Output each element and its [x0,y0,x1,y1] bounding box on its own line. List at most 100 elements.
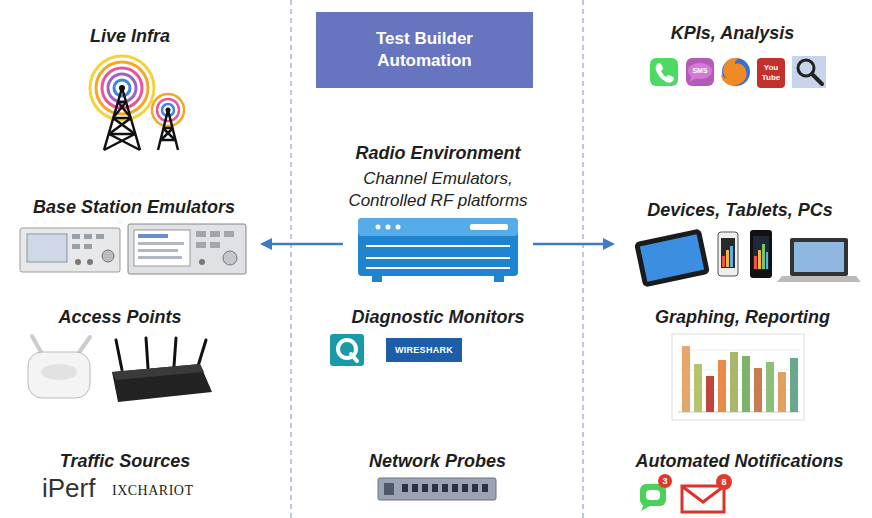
base-station-emulator [210,242,220,248]
base-station-emulator [224,231,234,237]
device-icons [762,244,765,269]
access-point-icons [116,340,122,370]
bar-chart-icon [742,356,750,412]
monitor-group: Diagnostic Monitors [318,306,558,368]
network-probe-icon [378,478,496,500]
device-icons [634,228,861,287]
network-probe-icon [432,484,438,492]
radio-tower-icon [113,102,126,118]
radio-tower-icon [104,88,178,150]
channel-emulator-icon [386,225,391,230]
bar-chart-icon [678,350,800,351]
radio-tower-icon [90,56,184,150]
base-station-emulator [196,242,206,248]
device-icons [730,246,733,267]
logo-text: WIRESHARK [386,344,462,356]
bar-chart-icon [672,334,804,420]
column-divider [290,0,291,518]
channel-emulator-icon [358,218,518,236]
bar-chart-icon [718,360,726,412]
access-point-group: Access Points [20,306,220,406]
base-station-emulator [223,251,237,265]
network-probe-icon [482,484,488,492]
column-divider [291,0,583,518]
radio-tower-icon [163,128,175,140]
access-point-icons [112,364,204,380]
group-heading: Base Station Emulators [8,196,260,218]
base-station-emulator [87,259,93,265]
group-heading: Graphing, Reporting [625,306,860,328]
group-heading: Network Probes [340,450,535,472]
network-probe-icon [452,484,458,492]
radio-tower-icon [102,68,142,108]
column-divider [582,0,583,518]
device-icons [766,252,768,269]
device-icons [753,236,769,270]
group-heading: Test Builder Automation [360,28,490,72]
notification-group: Automated Notifications [612,450,867,512]
base-station-emulator [134,230,190,266]
kpi-group: KPIs, Analysis [620,22,845,92]
channel-emulator-icon [396,225,401,230]
flow-arrow [260,238,343,250]
radio-tower-icon [114,80,130,96]
app-icons [650,56,826,88]
group-heading: Automated Notifications [612,450,867,472]
device-icons [722,256,725,267]
device-icons [726,250,729,267]
group-heading: KPIs, Analysis [620,22,845,44]
device-icons [758,250,761,269]
bar-chart-icon [672,334,804,420]
radio-tower-icon [109,134,140,150]
device-icons [790,238,848,276]
channel-emulator-icon [470,224,508,230]
base-station-emulator [199,259,205,265]
app-icons [689,76,697,82]
bar-chart-icon [706,376,714,412]
base-station-emulator [128,224,246,274]
access-point-icons [78,337,90,354]
automation-box: Test Builder Automation [316,12,533,88]
network-probe-icon [412,484,418,492]
base-station-emulator [72,234,80,239]
arrow-head [260,238,272,250]
bar-chart-icon [682,346,690,412]
access-point-icons [112,364,212,402]
base-station-emulator [75,259,81,265]
notification-icons [658,474,672,488]
network-probe-icon [378,478,496,500]
app-icons [757,58,785,88]
monitor-logos [351,354,357,361]
base-station-emulator [84,244,92,249]
base-station-emulator [96,234,104,239]
channel-emulator-icon [366,267,510,269]
device-icons [640,234,704,281]
radio-tower-icon [108,74,136,102]
flow-arrow [533,238,615,250]
group-heading: Diagnostic Monitors [318,306,558,328]
radio-tower-icon [152,94,184,126]
base-station-emulator [138,249,178,252]
channel-emulator-icon [358,218,518,282]
radio-tower-icon [157,99,179,121]
base-station-emulator [20,228,120,272]
reporting-group: Graphing, Reporting [625,306,860,424]
radio-tower-icon [109,118,131,134]
app-icons [812,74,822,84]
device-icons [754,256,757,269]
notification-icons [716,474,732,490]
radio-tower-icon [161,128,173,140]
base-station-emulator [102,250,114,262]
network-probe-icon [402,484,408,492]
channel-emulator-icon [494,276,504,282]
access-point-icons [28,352,90,398]
notification-icons [682,486,724,512]
arrow-line [270,243,343,246]
radio-group: Radio EnvironmentChannel Emulators, Cont… [343,142,533,284]
network-probe-icon [462,484,468,492]
radio-tower-icon [113,118,135,134]
access-point-icons [174,338,176,366]
base-station-emulator [210,231,220,237]
arrow-head [603,238,615,250]
